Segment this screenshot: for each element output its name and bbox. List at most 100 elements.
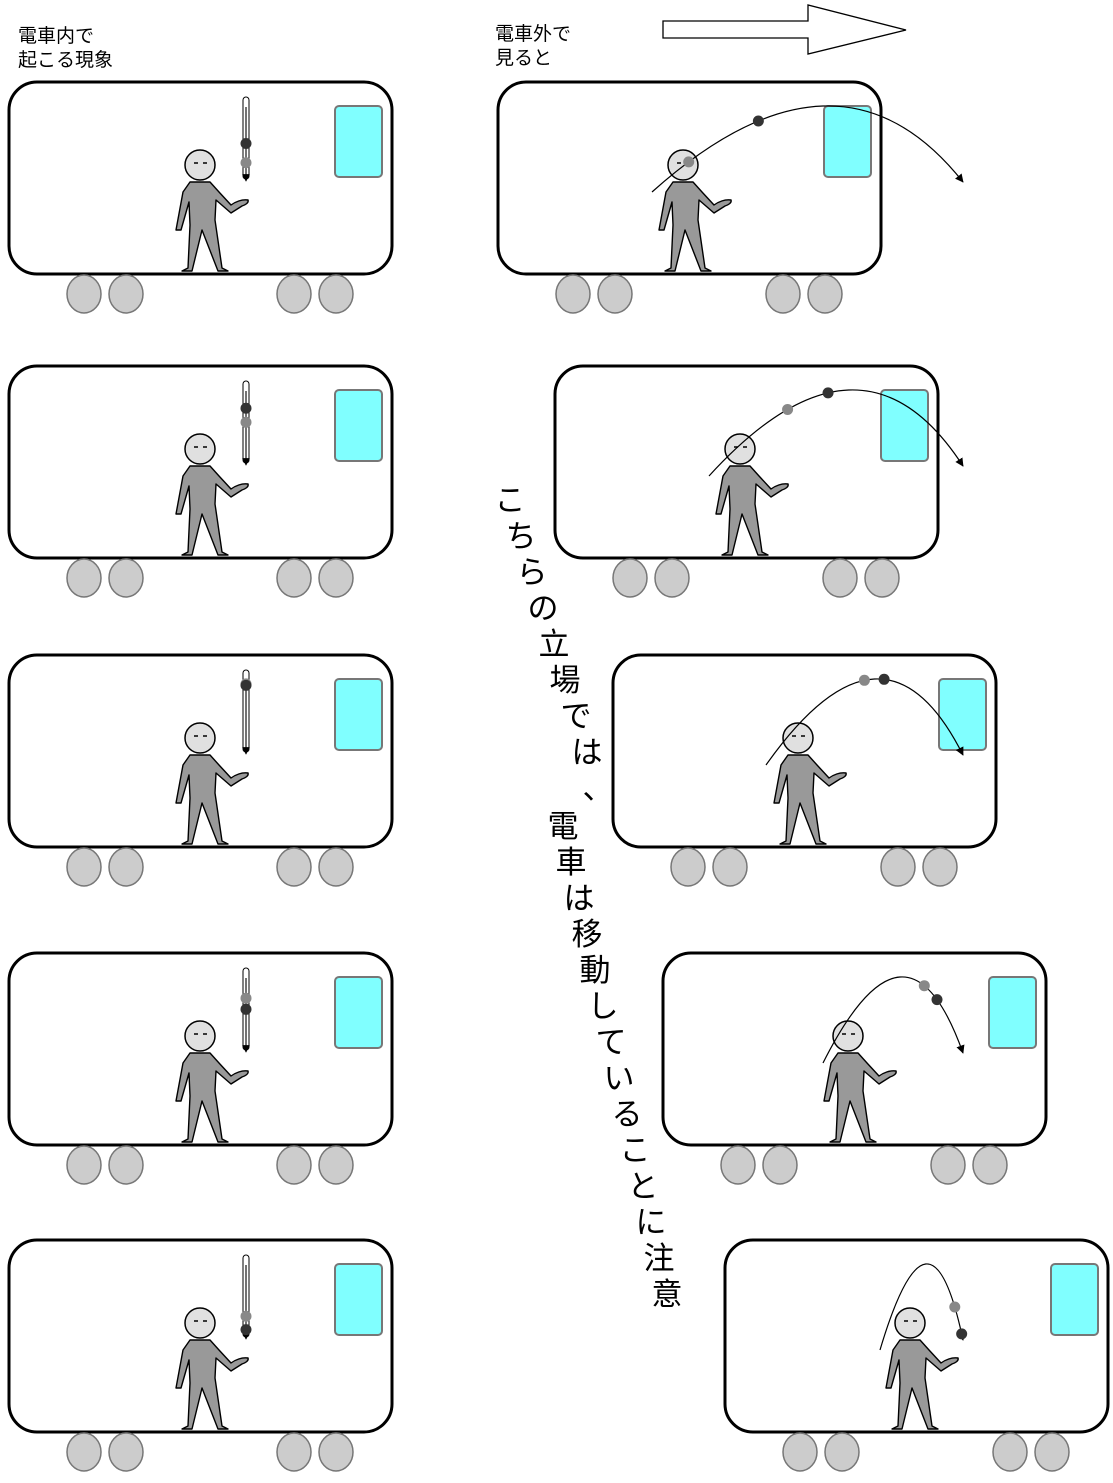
outside-train-car [725, 1240, 1108, 1471]
train-window-icon [335, 977, 382, 1048]
wheel-icon [923, 848, 957, 886]
note-char: い [599, 1064, 639, 1095]
note-char: は [567, 738, 607, 769]
ball-icon [241, 680, 252, 691]
wheel-icon [277, 559, 311, 597]
note-char: こ [490, 486, 530, 517]
wheel-icon [67, 559, 101, 597]
wheel-icon [556, 275, 590, 313]
wheel-icon [655, 559, 689, 597]
wheel-icon [67, 848, 101, 886]
wheel-icon [319, 275, 353, 313]
outside-train-car [555, 366, 963, 597]
wheel-icon [67, 275, 101, 313]
ball-previous-icon [241, 993, 252, 1004]
wheel-icon [109, 1433, 143, 1471]
train-window-icon [335, 679, 382, 750]
note-char: と [623, 1172, 663, 1203]
note-char: 電 [543, 812, 583, 843]
wheel-icon [823, 559, 857, 597]
wheel-icon [865, 559, 899, 597]
wheel-icon [766, 275, 800, 313]
inside-train-car [9, 1240, 392, 1471]
train-window-icon [335, 106, 382, 177]
train-window-icon [881, 390, 928, 461]
train-window-icon [1051, 1264, 1098, 1335]
ball-icon [241, 403, 252, 414]
wheel-icon [598, 275, 632, 313]
wheel-icon [721, 1146, 755, 1184]
wheel-icon [109, 848, 143, 886]
ball-icon [956, 1328, 967, 1339]
wheel-icon [67, 1433, 101, 1471]
outside-train-car [663, 953, 1046, 1184]
note-char: 移 [567, 920, 607, 951]
note-char: ち [501, 522, 541, 553]
wheel-icon [931, 1146, 965, 1184]
inside-train-car [9, 953, 392, 1184]
wheel-icon [1035, 1433, 1069, 1471]
note-char: 立 [534, 630, 574, 661]
ball-icon [823, 387, 834, 398]
note-char: る [607, 1100, 647, 1131]
wheel-icon [67, 1146, 101, 1184]
note-char: ら [512, 558, 552, 589]
person-head [895, 1308, 925, 1338]
wheel-icon [973, 1146, 1007, 1184]
note-char: に [631, 1208, 671, 1239]
ball-previous-icon [241, 417, 252, 428]
wheel-icon [109, 275, 143, 313]
person-head [185, 723, 215, 753]
ball-previous-icon [683, 156, 694, 167]
train-window-icon [989, 977, 1036, 1048]
wheel-icon [277, 1433, 311, 1471]
person-head [185, 1021, 215, 1051]
note-char: 場 [545, 666, 585, 697]
wheel-icon [277, 1146, 311, 1184]
person-head [668, 150, 698, 180]
outside-train-car [613, 655, 996, 886]
note-char: 意 [647, 1280, 687, 1311]
person-head [185, 150, 215, 180]
note-char: 車 [551, 848, 591, 879]
note-char: は [559, 884, 599, 915]
ball-previous-icon [241, 1311, 252, 1322]
wheel-icon [763, 1146, 797, 1184]
wheel-icon [808, 275, 842, 313]
train-window-icon [939, 679, 986, 750]
train-window-icon [824, 106, 871, 177]
wheel-icon [319, 1433, 353, 1471]
ball-icon [241, 138, 252, 149]
ball-previous-icon [859, 675, 870, 686]
note-char: こ [615, 1136, 655, 1167]
wheel-icon [319, 848, 353, 886]
inside-train-car [9, 655, 392, 886]
wheel-icon [993, 1433, 1027, 1471]
train-window-icon [335, 390, 382, 461]
ball-icon [932, 994, 943, 1005]
wheel-icon [783, 1433, 817, 1471]
note-char: の [523, 594, 563, 625]
wheel-icon [109, 1146, 143, 1184]
ball-icon [241, 1004, 252, 1015]
person-head [725, 434, 755, 464]
wheel-icon [109, 559, 143, 597]
person-head [185, 1308, 215, 1338]
person-head [783, 723, 813, 753]
wheel-icon [713, 848, 747, 886]
wheel-icon [825, 1433, 859, 1471]
ball-previous-icon [241, 157, 252, 168]
wheel-icon [319, 1146, 353, 1184]
ball-previous-icon [949, 1301, 960, 1312]
ball-icon [879, 674, 890, 685]
note-char: 、 [578, 774, 618, 805]
ball-icon [753, 115, 764, 126]
inside-train-car [9, 366, 392, 597]
note-char: 動 [575, 956, 615, 987]
wheel-icon [319, 559, 353, 597]
wheel-icon [277, 275, 311, 313]
inside-train-car [9, 82, 392, 313]
note-char: で [556, 702, 596, 733]
outside-train-car [498, 82, 963, 313]
